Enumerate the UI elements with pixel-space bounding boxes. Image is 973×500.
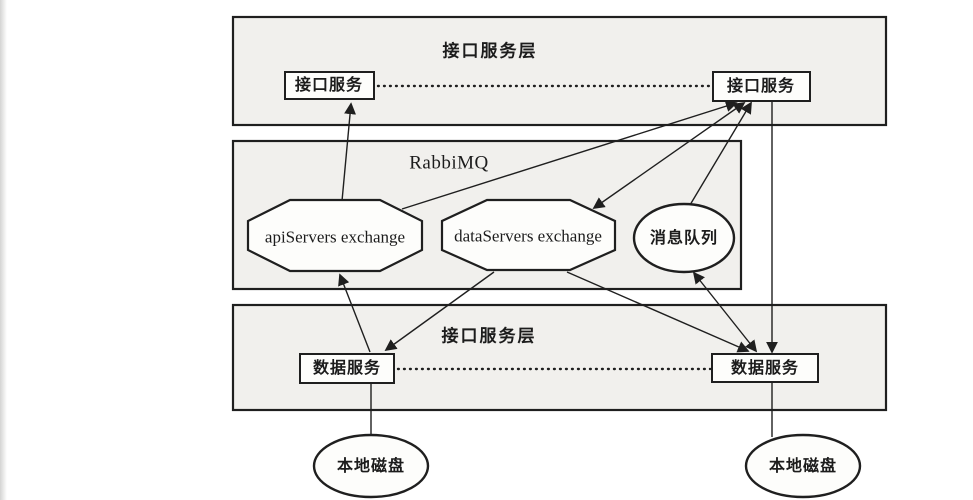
left-local-disk-label: 本地磁盘 bbox=[336, 458, 406, 475]
api-exchange-octagon bbox=[246, 198, 424, 273]
arrow-message-queue-to-right-interface bbox=[689, 101, 752, 206]
left-data-service-box bbox=[299, 353, 395, 384]
top-layer-title: 接口服务层 bbox=[442, 41, 538, 61]
bottom-layer-title: 接口服务层 bbox=[441, 326, 537, 346]
data-exchange-label: dataServers exchange bbox=[454, 226, 602, 246]
arrow-api-exchange-to-left-interface bbox=[341, 102, 356, 202]
left-local-disk-ellipse bbox=[312, 433, 430, 499]
left-interface-service-label: 接口服务 bbox=[294, 77, 364, 94]
right-local-disk-label: 本地磁盘 bbox=[768, 458, 838, 475]
right-interface-service-box bbox=[712, 71, 811, 102]
arrow-data-exchange-to-left-data bbox=[384, 271, 495, 352]
arrow-left-data-to-api-exchange bbox=[338, 273, 371, 353]
left-interface-service-box bbox=[284, 71, 375, 100]
rabbitmq-layer-title: RabbiMQ bbox=[409, 152, 489, 174]
right-data-service-box bbox=[711, 353, 819, 383]
right-data-service-label: 数据服务 bbox=[730, 360, 800, 377]
arrow-right-interface-data-exchange bbox=[592, 101, 746, 210]
message-queue-ellipse bbox=[632, 202, 736, 274]
api-exchange-label: apiServers exchange bbox=[264, 227, 406, 247]
right-interface-service-label: 接口服务 bbox=[726, 78, 796, 95]
message-queue-label: 消息队列 bbox=[649, 230, 719, 247]
right-local-disk-ellipse bbox=[744, 433, 862, 499]
arrow-message-queue-right-data bbox=[692, 271, 758, 353]
left-data-service-label: 数据服务 bbox=[312, 360, 382, 377]
data-exchange-octagon bbox=[440, 198, 617, 272]
